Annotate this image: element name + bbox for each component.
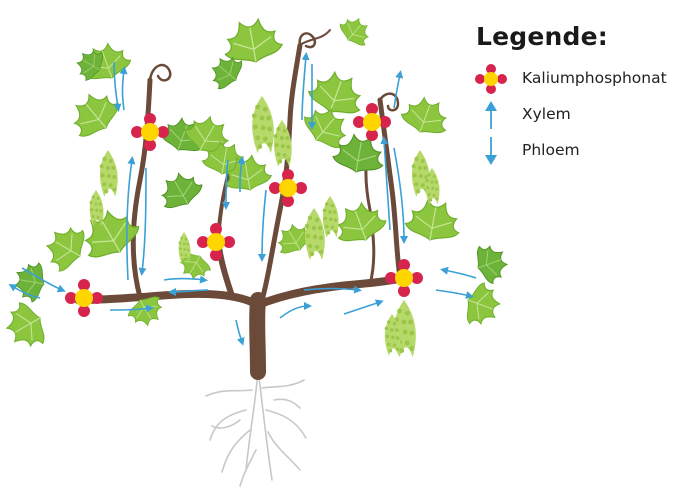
legend-label-xylem: Xylem xyxy=(522,105,571,123)
roots xyxy=(206,370,306,486)
legend-item-phloem: Phloem xyxy=(470,133,676,169)
trunk xyxy=(78,30,404,372)
legend-label-kaliumphosphonat: Kaliumphosphonat xyxy=(522,69,667,87)
legend-title: Legende: xyxy=(476,22,676,51)
legend-item-kaliumphosphonat: Kaliumphosphonat xyxy=(470,61,676,97)
arrow-down-icon xyxy=(470,133,512,169)
legend-label-phloem: Phloem xyxy=(522,141,580,159)
legend-item-xylem: Xylem xyxy=(470,97,676,133)
molecule-icon xyxy=(470,61,512,97)
arrow-up-icon xyxy=(470,97,512,133)
legend: Legende: Kaliumphosphonat Xylem Phloem xyxy=(470,22,676,169)
